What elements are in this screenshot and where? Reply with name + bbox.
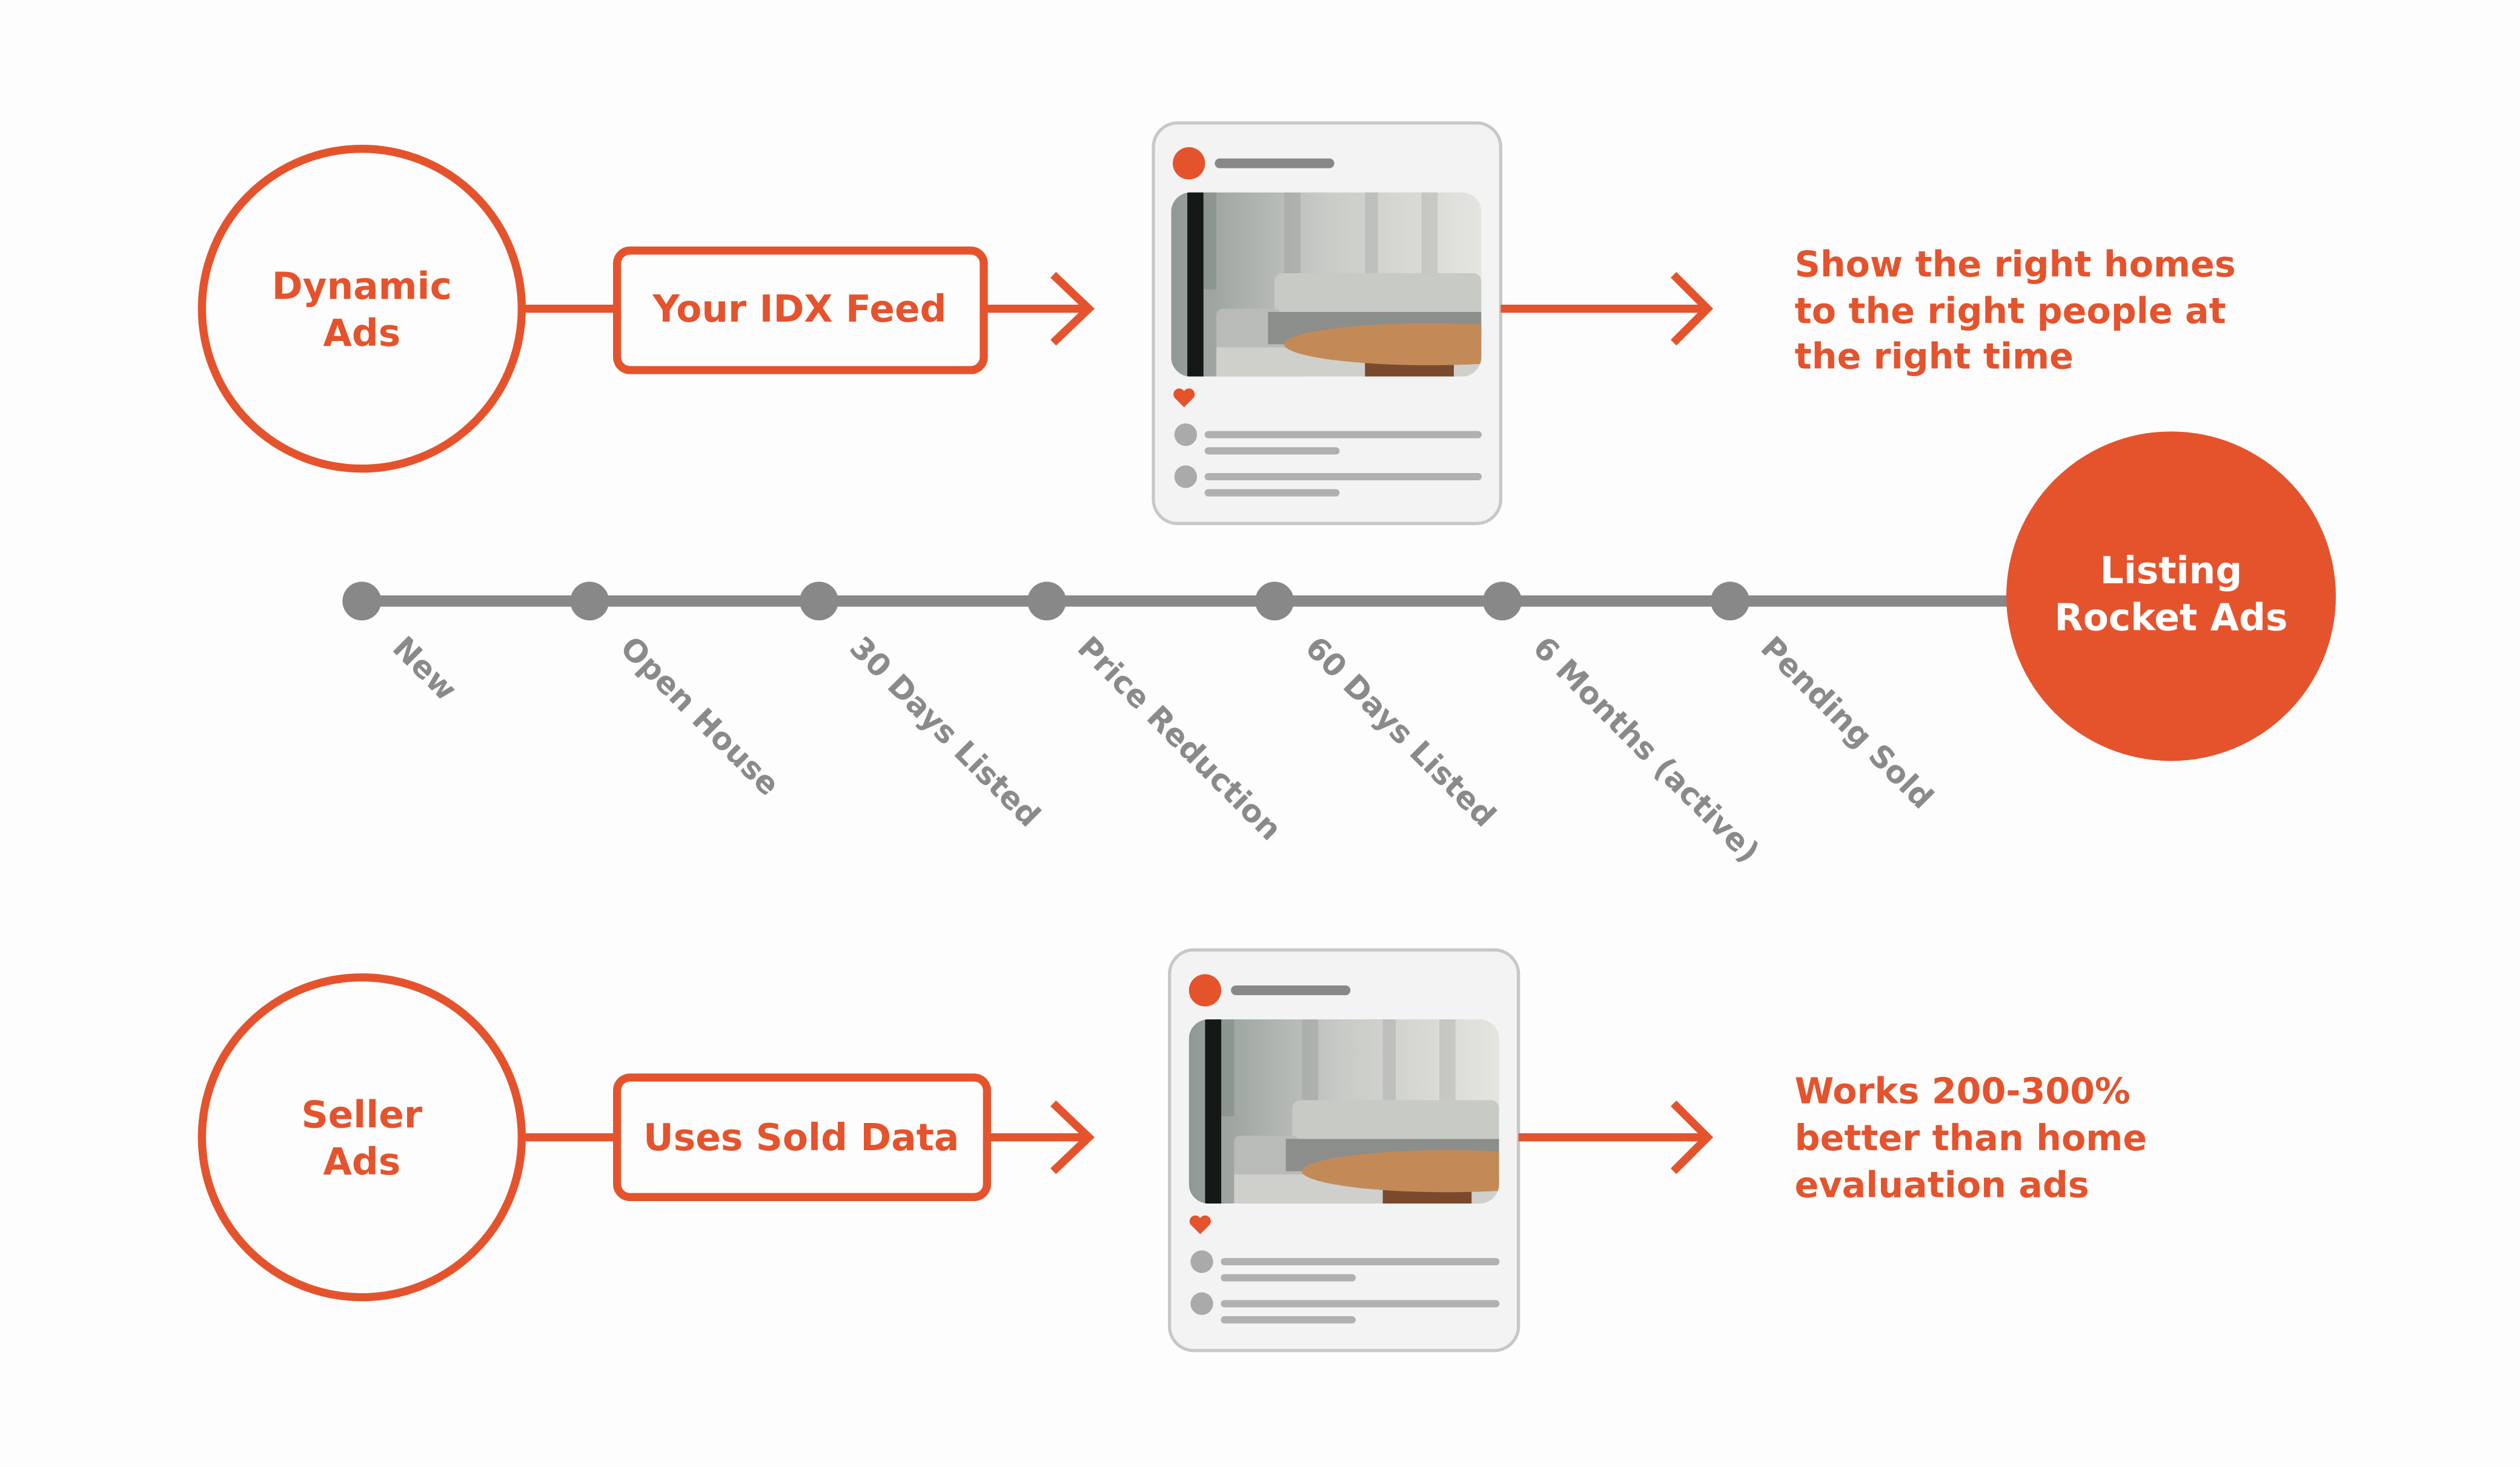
heart-icon [1173,388,1195,408]
timeline-stage-dot [1255,581,1294,621]
timeline-stage-label: 60 Days Listed [1299,629,1503,833]
timeline-stage-label: 6 Months (active) [1527,629,1766,869]
timeline-stage-label: Pending Sold [1754,629,1941,816]
arrow-head-icon [1050,1100,1095,1174]
arrow-head-icon [1670,271,1714,346]
dynamic-ads-label-1: Dynamic [272,265,452,308]
ad-preview-card [1152,121,1502,525]
listing-rocket-label-2: Rocket Ads [2055,596,2288,639]
arrow-head-icon [1670,1100,1714,1174]
dynamic-result-line-1: Show the right homes [1795,243,2236,285]
timeline-stage-dot [1711,581,1749,621]
timeline-stage-dot [1483,581,1522,621]
dynamic-ads-circle [197,144,526,473]
timeline-stage-label: New [386,629,464,707]
seller-ads-label-2: Ads [323,1141,400,1184]
dynamic-ads-row: Dynamic Ads Your IDX Feed Show the right… [197,121,2236,525]
timeline-stage-dot [1027,581,1066,621]
avatar-icon [1173,147,1205,180]
listing-photo [1189,1019,1499,1204]
listing-rocket-label-1: Listing [2100,549,2243,592]
timeline-stage-dot [342,581,382,621]
dynamic-result-line-2: to the right people at [1795,291,2226,332]
seller-ads-row: Seller Ads Uses Sold Data Works 200-300%… [197,948,2147,1353]
timeline-stage-dot [800,581,838,621]
timeline-stage-label: 30 Days Listed [843,629,1047,833]
seller-ads-label-1: Seller [302,1094,423,1137]
seller-result-line-2: better than home [1795,1118,2147,1159]
sold-data-label: Uses Sold Data [643,1116,959,1159]
dynamic-ads-label-2: Ads [323,312,400,355]
timeline-stage-label: Open House [614,629,787,803]
idx-feed-label: Your IDX Feed [652,288,946,331]
seller-ads-circle [197,973,526,1302]
timeline-stage-label: Price Reduction [1071,629,1289,847]
timeline-stage-dot [570,581,609,621]
seller-result-line-3: evaluation ads [1795,1164,2089,1205]
seller-result-line-1: Works 200-300% [1795,1071,2130,1112]
listing-rocket-ads-circle [2006,431,2336,761]
heart-icon [1189,1215,1211,1234]
arrow-head-icon [1050,271,1095,346]
dynamic-result-line-3: the right time [1795,336,2074,377]
ad-preview-card [1167,948,1520,1353]
avatar-icon [1189,974,1221,1007]
listing-photo [1171,192,1482,377]
